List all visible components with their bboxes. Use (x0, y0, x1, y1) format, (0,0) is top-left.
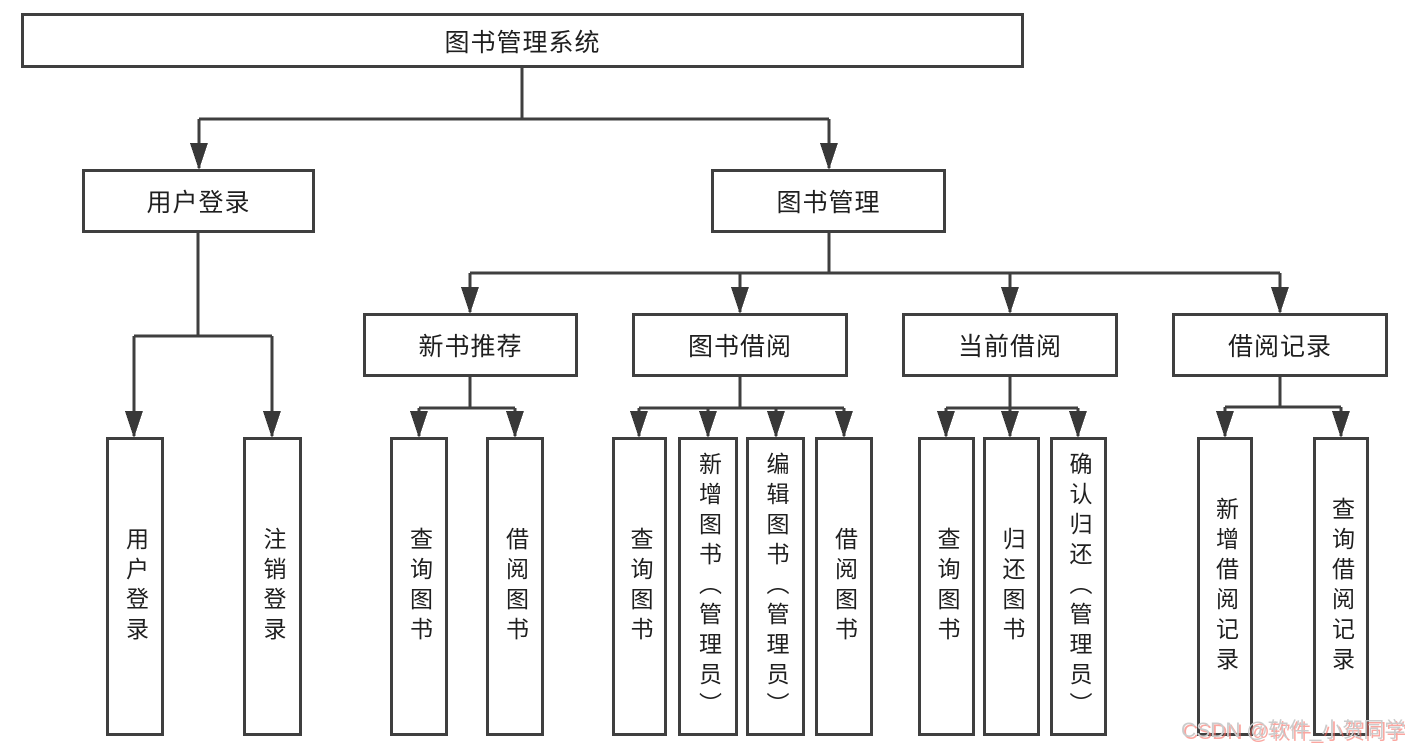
node-label: 图书管理系统 (444, 28, 601, 57)
arrow-down-icon (263, 411, 281, 438)
node-label: 借阅图书 (831, 526, 858, 647)
node-borrowing-records: 借阅记录 (1172, 313, 1388, 377)
arrow-down-icon (937, 411, 955, 438)
node-label: 查询借阅记录 (1328, 496, 1355, 677)
connector-root-to-level2 (190, 68, 838, 170)
node-label: 查询图书 (934, 526, 960, 647)
leaf-add-borrow-record: 新增借阅记录 (1197, 437, 1253, 736)
node-label: 查询图书 (627, 526, 653, 647)
node-label: 新增借阅记录 (1212, 496, 1239, 677)
leaf-query-books-current: 查询图书 (918, 437, 975, 736)
arrow-down-icon (731, 287, 749, 314)
arrow-down-icon (1271, 287, 1289, 314)
node-label: 归还图书 (999, 526, 1025, 647)
leaf-query-books-borrow: 查询图书 (612, 437, 667, 736)
node-user-login: 用户登录 (82, 169, 315, 233)
node-book-management: 图书管理 (711, 169, 946, 233)
leaf-query-borrow-record: 查询借阅记录 (1313, 437, 1369, 736)
node-new-book-recommendation: 新书推荐 (363, 313, 578, 377)
connector-new-book-to-children (410, 377, 524, 438)
leaf-user-login: 用户登录 (106, 437, 164, 736)
connector-current-borrow-to-children (937, 377, 1087, 438)
node-label: 用户登录 (122, 526, 149, 647)
node-current-borrowing: 当前借阅 (902, 313, 1118, 377)
node-label: 借阅记录 (1227, 333, 1332, 361)
arrow-down-icon (1332, 411, 1350, 438)
leaf-logout: 注销登录 (243, 437, 302, 736)
arrow-down-icon (410, 411, 428, 438)
arrow-down-icon (1001, 287, 1019, 314)
arrow-down-icon (835, 411, 853, 438)
node-label: 编辑图书（管理员） (763, 451, 789, 722)
arrow-down-icon (190, 143, 208, 170)
arrow-down-icon (699, 411, 717, 438)
csdn-watermark: CSDN @软件_小贺同学 (1181, 719, 1405, 742)
node-label: 图书管理 (776, 189, 881, 217)
arrow-down-icon (1001, 411, 1019, 438)
leaf-add-books-admin: 新增图书（管理员） (678, 437, 738, 736)
arrow-down-icon (125, 411, 143, 438)
node-label: 注销登录 (260, 526, 286, 647)
leaf-confirm-return-admin: 确认归还（管理员） (1050, 437, 1107, 736)
node-label: 用户登录 (146, 189, 251, 217)
leaf-return-books: 归还图书 (983, 437, 1040, 736)
arrow-down-icon (506, 411, 524, 438)
arrow-down-icon (820, 143, 838, 170)
node-label: 确认归还（管理员） (1066, 451, 1092, 722)
leaf-query-books-recommend: 查询图书 (390, 437, 448, 736)
node-label: 借阅图书 (502, 526, 529, 647)
connector-book-borrow-to-children (630, 377, 853, 438)
connector-borrow-records-to-children (1216, 377, 1350, 438)
node-label: 新书推荐 (418, 333, 523, 361)
node-label: 查询图书 (406, 526, 433, 647)
leaf-borrow-books-recommend: 借阅图书 (486, 437, 544, 736)
arrow-down-icon (630, 411, 648, 438)
connector-user-login-to-children (125, 233, 281, 438)
leaf-edit-books-admin: 编辑图书（管理员） (746, 437, 805, 736)
arrow-down-icon (1069, 411, 1087, 438)
node-label: 当前借阅 (957, 333, 1062, 361)
connector-book-management-to-level3 (461, 233, 1289, 314)
node-book-borrowing: 图书借阅 (632, 313, 848, 377)
node-label: 新增图书（管理员） (695, 451, 722, 722)
arrow-down-icon (1216, 411, 1234, 438)
arrow-down-icon (767, 411, 785, 438)
arrow-down-icon (461, 287, 479, 314)
node-library-management-system: 图书管理系统 (21, 13, 1024, 68)
leaf-borrow-books: 借阅图书 (815, 437, 873, 736)
node-label: 图书借阅 (687, 333, 792, 361)
